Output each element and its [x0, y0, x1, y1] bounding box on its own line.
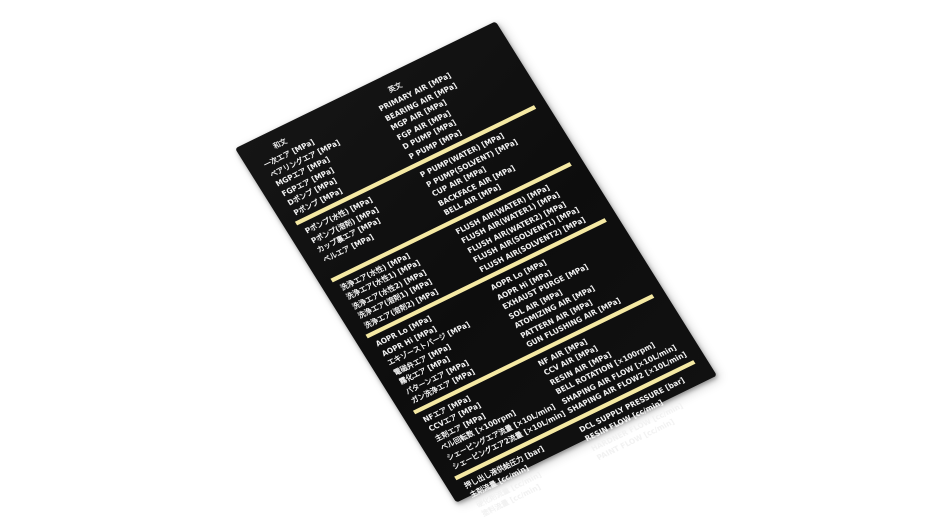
label-plate: 和文 英文 一次エア [MPa]PRIMARY AIR [MPa]ベアリングエア… — [234, 21, 718, 518]
label-plate-content: 和文 英文 一次エア [MPa]PRIMARY AIR [MPa]ベアリングエア… — [251, 36, 700, 518]
label-groups: 一次エア [MPa]PRIMARY AIR [MPa]ベアリングエア [MPa]… — [251, 36, 696, 518]
